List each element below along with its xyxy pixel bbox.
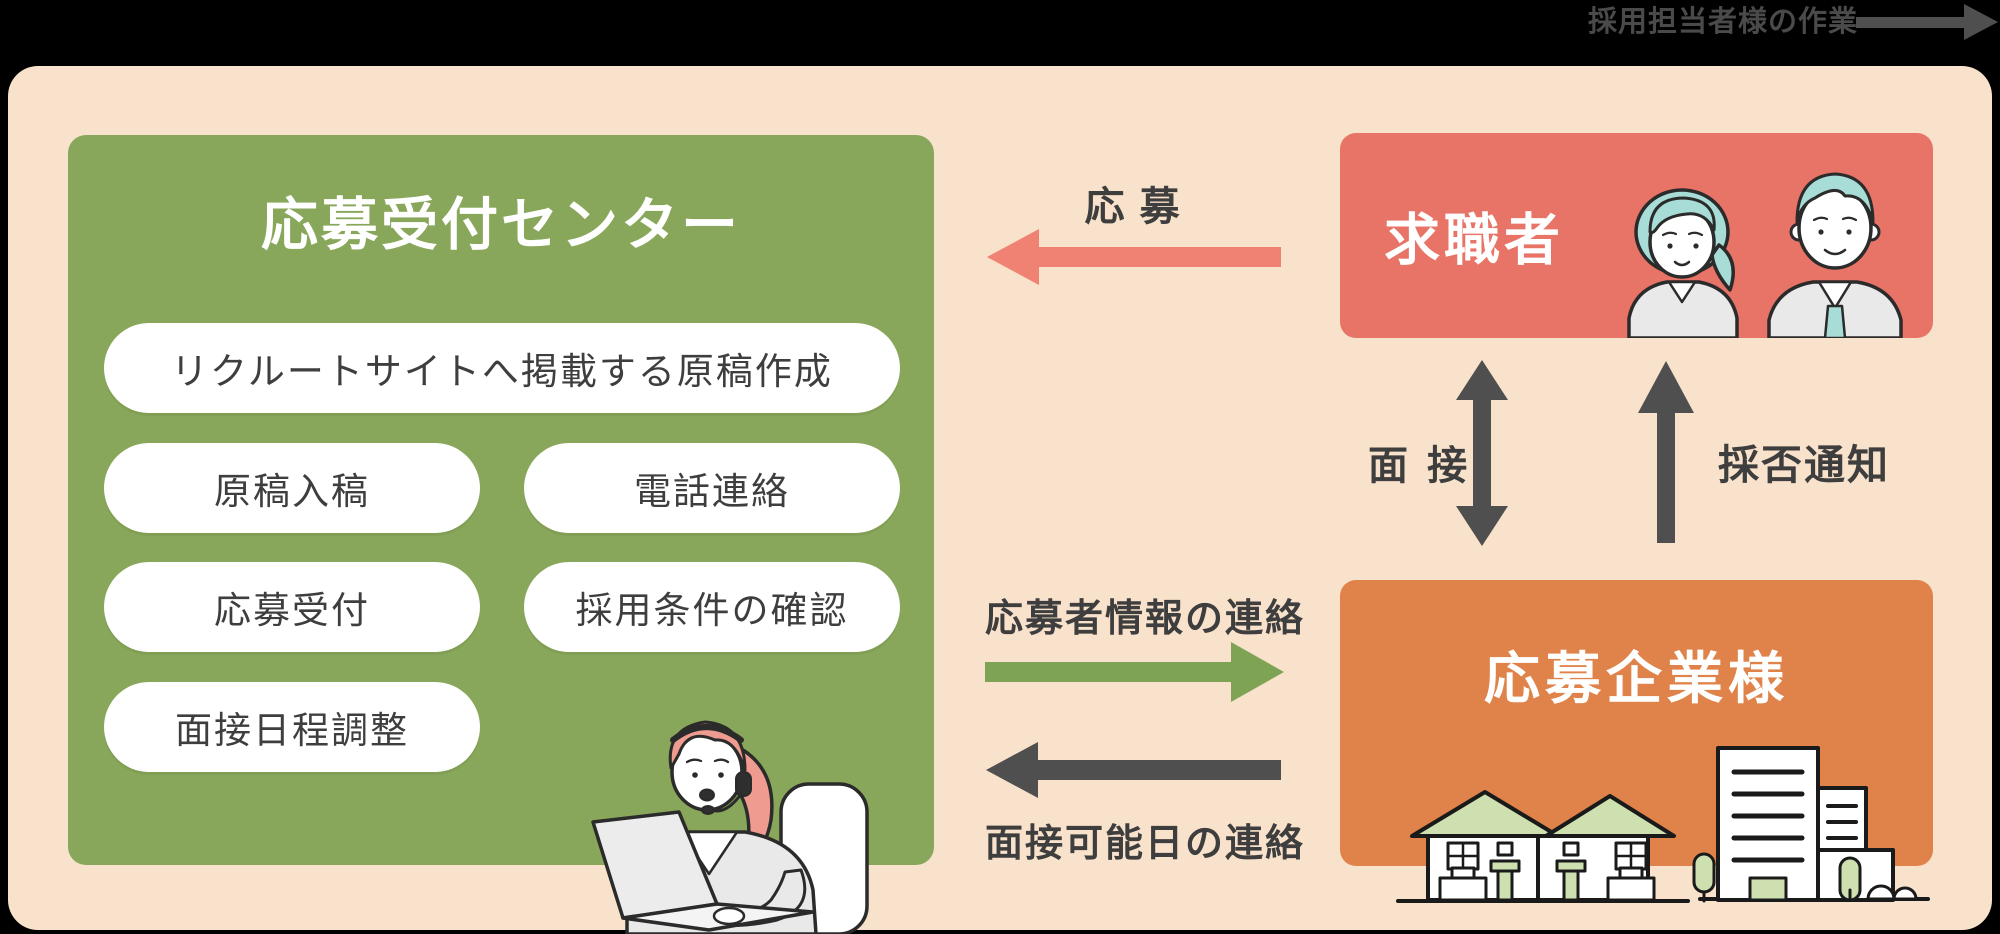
job-seeker-box: 求職者	[1340, 133, 1933, 338]
job-seekers-illustration	[1627, 172, 1903, 338]
task-pill-interview-scheduling: 面接日程調整	[104, 682, 480, 772]
task-pill-application-reception: 応募受付	[104, 562, 480, 652]
applicant-company-title: 応募企業様	[1484, 647, 1789, 710]
apply-arrow-icon	[987, 229, 1281, 285]
task-pill-hiring-conditions: 採用条件の確認	[524, 562, 900, 652]
interview-arrow-icon	[1456, 360, 1508, 546]
interview-availability-arrow-icon	[986, 742, 1281, 798]
reception-center-box: 応募受付センター リクルートサイトへ掲載する原稿作成 原稿入稿 電話連絡 応募受…	[68, 135, 934, 865]
applicant-info-arrow-icon	[985, 642, 1284, 702]
hiring-decision-label: 採否通知	[1718, 442, 1890, 488]
call-operator-illustration	[591, 720, 869, 934]
job-seeker-title: 求職者	[1384, 208, 1564, 271]
task-pill-manuscript-submission: 原稿入稿	[104, 443, 480, 533]
recruiter-task-arrow-icon	[1856, 4, 1998, 40]
task-pill-manuscript-creation: リクルートサイトへ掲載する原稿作成	[104, 323, 900, 413]
apply-label: 応 募	[1084, 185, 1182, 229]
hiring-decision-arrow-icon	[1638, 361, 1694, 543]
company-buildings-illustration	[1396, 746, 1930, 903]
reception-center-title: 応募受付センター	[261, 193, 741, 257]
interview-availability-label: 面接可能日の連絡	[985, 823, 1306, 865]
task-pill-phone-contact: 電話連絡	[524, 443, 900, 533]
recruiter-task-label: 採用担当者様の作業	[1588, 6, 1859, 38]
interview-label: 面 接	[1368, 444, 1472, 488]
applicant-info-label: 応募者情報の連絡	[985, 598, 1306, 640]
